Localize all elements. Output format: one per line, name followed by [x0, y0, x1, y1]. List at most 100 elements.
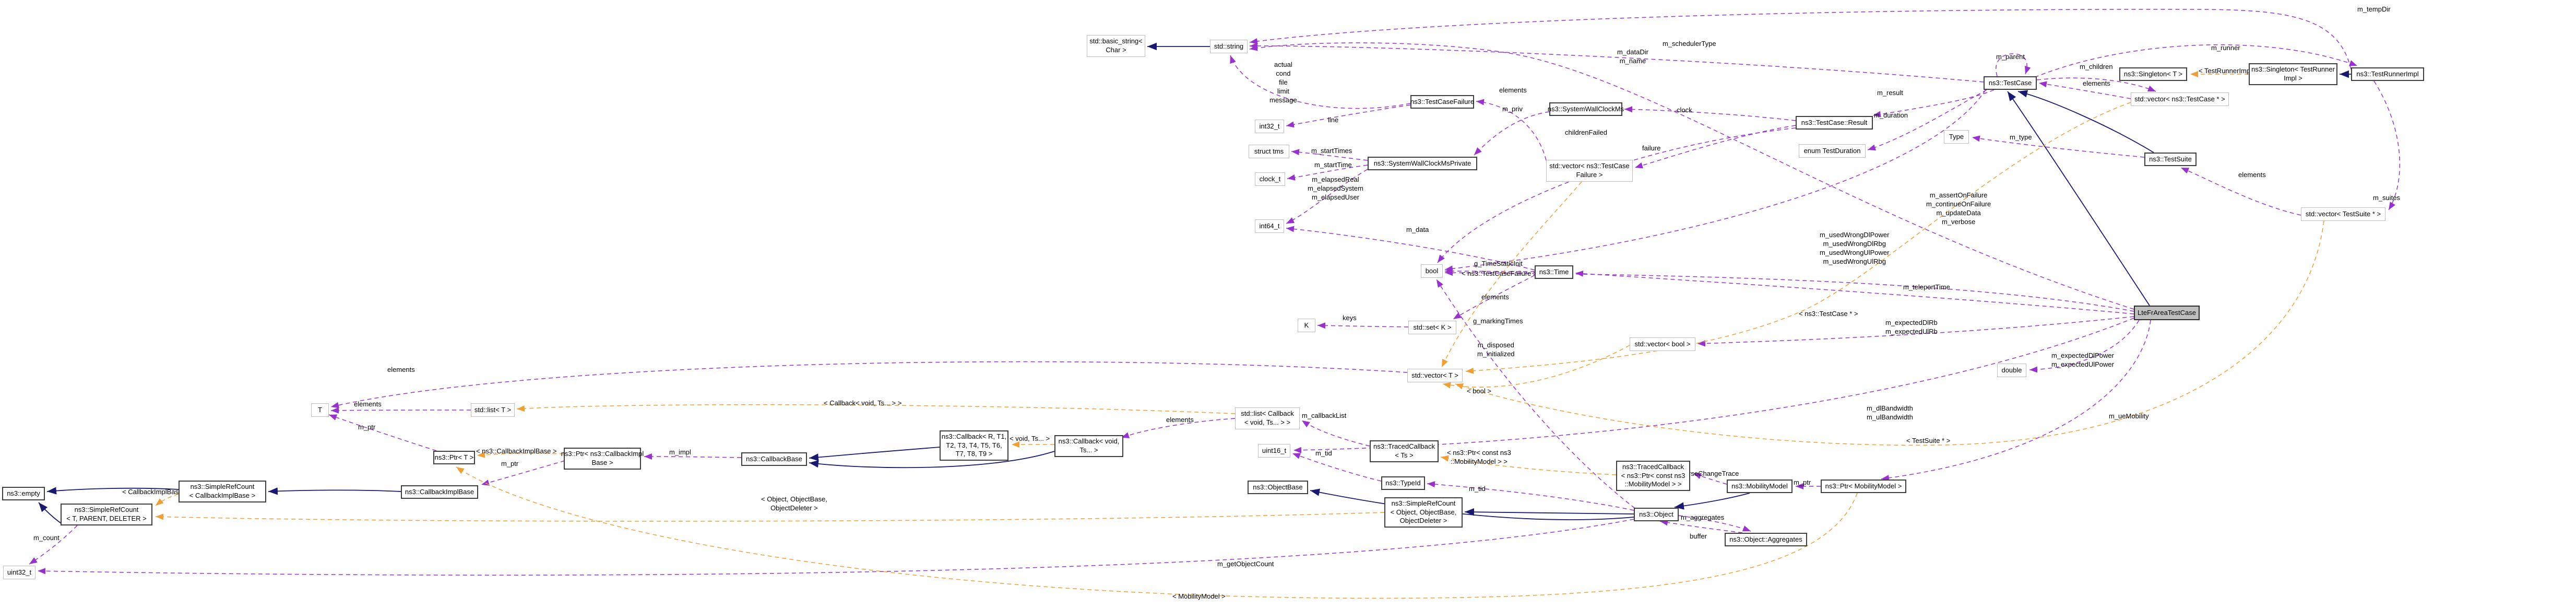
node-vector-t[interactable]: std::vector< T > — [1407, 369, 1463, 382]
node-label: ns3::ObjectBase — [1253, 483, 1303, 491]
node-callback-r[interactable]: ns3::Callback< R, T1,T2, T3, T4, T5, T6,… — [940, 430, 1008, 461]
node-singleton-t[interactable]: ns3::Singleton< T > — [2119, 67, 2187, 81]
edge-aggregates-object — [1659, 519, 1743, 533]
node-uint32-t[interactable]: uint32_t — [3, 566, 35, 579]
edge-ptrcib-callbackimplbase — [481, 460, 565, 486]
node-simplerefcount-cib[interactable]: ns3::SimpleRefCount< CallbackImplBase > — [179, 481, 266, 502]
node-testrunnerimpl[interactable]: ns3::TestRunnerImpl — [2351, 67, 2424, 81]
node-enum-testduration[interactable]: enum TestDuration — [1799, 144, 1866, 158]
node-ptr-t[interactable]: ns3::Ptr< T > — [433, 451, 475, 464]
node-label: ns3::TestCase::Result — [1801, 118, 1868, 126]
edge-label-tpl-ptr-const-mobility: < ns3::Ptr< const ns3 ::MobilityModel > … — [1447, 449, 1511, 465]
node-vector-testcase-ptr[interactable]: std::vector< ns3::TestCase * > — [2131, 92, 2229, 106]
node-label: struct tms — [1254, 147, 1284, 155]
node-objectbase[interactable]: ns3::ObjectBase — [1248, 481, 1308, 494]
node-ltefrareatestcase[interactable]: LteFrAreaTestCase — [2134, 306, 2200, 320]
node-systemwallclockms[interactable]: ns3::SystemWallClockMs — [1548, 102, 1624, 116]
edge-label-elements-mid: elements — [1481, 293, 1509, 301]
node-label: std::vector< bool > — [1634, 340, 1691, 348]
node-testcasefailure[interactable]: ns3::TestCaseFailure — [1410, 95, 1474, 109]
node-label: < CallbackImplBase > — [189, 492, 256, 499]
node-callback-void[interactable]: ns3::Callback< void,Ts... > — [1054, 435, 1123, 457]
node-object[interactable]: ns3::Object — [1634, 508, 1679, 521]
edge-ltefr-uint16 — [1293, 318, 2134, 453]
edge-callbackbase-ptrcib — [644, 453, 742, 460]
node-vector-testsuite-ptr[interactable]: std::vector< TestSuite * > — [2301, 207, 2385, 221]
node-callbackimplbase[interactable]: ns3::CallbackImplBase — [401, 485, 478, 499]
node-label: < Object, ObjectBase, — [1390, 508, 1457, 516]
edge-label-m-teleporttime: m_teleportTime — [1903, 283, 1950, 291]
node-set-k[interactable]: std::set< K > — [1408, 321, 1456, 334]
edge-testrunnerimpl-string — [1249, 9, 2352, 70]
node-list-callback[interactable]: std::list< Callback< void, Ts... > > — [1235, 407, 1300, 429]
node-label: ns3::TracedCallback — [1622, 463, 1684, 471]
edge-label-g-markingtimes: g_markingTimes — [1473, 317, 1523, 325]
edge-testsuite-type — [1972, 135, 2145, 158]
edge-label-elements-testsuite: elements — [2238, 171, 2266, 179]
node-label: std::vector< ns3::TestCase — [1549, 162, 1630, 170]
edge-mobilitymodel-tracedcallback — [1693, 473, 1727, 485]
node-testsuite[interactable]: ns3::TestSuite — [2144, 153, 2197, 166]
node-double[interactable]: double — [1997, 364, 2026, 377]
node-basic-string[interactable]: std::basic_string<Char > — [1087, 35, 1145, 57]
node-simplerefcount-tpd[interactable]: ns3::SimpleRefCount< T, PARENT, DELETER … — [61, 504, 152, 525]
edge-label-m-callbacklist: m_callbackList — [1302, 412, 1347, 419]
edge-label-tpl-callback-void-ts: < Callback< void, Ts... > > — [824, 399, 902, 407]
node-label: ObjectDeleter > — [1399, 517, 1447, 525]
node-k[interactable]: K — [1298, 319, 1315, 332]
edge-simplerefcounttpd-empty — [38, 502, 63, 525]
node-label: LteFrAreaTestCase — [2138, 308, 2196, 317]
node-bool[interactable]: bool — [1421, 264, 1443, 278]
edge-tracedmobility-tracedts — [1440, 455, 1617, 475]
edge-label-m-tempdir: m_tempDir — [2357, 5, 2391, 13]
node-testcase-result[interactable]: ns3::TestCase::Result — [1796, 116, 1873, 130]
node-label: clock_t — [1259, 174, 1281, 183]
node-label: ns3::Ptr< ns3::CallbackImpl — [561, 450, 644, 458]
edge-label-m-impl: m_impl — [669, 448, 691, 456]
node-label: std::set< K > — [1413, 323, 1452, 331]
node-object-aggregates[interactable]: ns3::Object::Aggregates — [1725, 533, 1807, 546]
edge-ltefr-ptrmobility — [1881, 320, 2151, 481]
node-systemwallclockmsprivate[interactable]: ns3::SystemWallClockMsPrivate — [1368, 157, 1477, 170]
node-label: std::basic_string< — [1089, 37, 1143, 45]
node-std-string[interactable]: std::string — [1210, 40, 1248, 53]
node-struct-tms[interactable]: struct tms — [1249, 145, 1289, 158]
edge-testcase-result — [1872, 89, 1995, 118]
node-t[interactable]: T — [311, 403, 329, 417]
node-label: ns3::Object::Aggregates — [1729, 535, 1802, 543]
node-testcase[interactable]: ns3::TestCase — [1984, 76, 2037, 90]
node-tracedcallback-ts[interactable]: ns3::TracedCallback< Ts > — [1370, 440, 1439, 462]
node-clock-t[interactable]: clock_t — [1255, 172, 1285, 186]
edge-label-m-children: m_children — [2080, 63, 2113, 71]
node-ptr-mobilitymodel[interactable]: ns3::Ptr< MobilityModel > — [1821, 480, 1906, 493]
node-time[interactable]: ns3::Time — [1535, 265, 1573, 279]
node-int32-t[interactable]: int32_t — [1255, 120, 1284, 133]
node-label: ns3::Singleton< T > — [2123, 69, 2183, 78]
edge-private-int64 — [1286, 169, 1368, 224]
edge-label-m-duration: m_duration — [1874, 111, 1908, 119]
node-simplerefcount-object[interactable]: ns3::SimpleRefCount< Object, ObjectBase,… — [1384, 497, 1463, 528]
node-uint16-t[interactable]: uint16_t — [1258, 444, 1290, 458]
edge-label-testcase-flags: m_assertOnFailure m_continueOnFailure m_… — [1926, 191, 1991, 226]
node-type[interactable]: Type — [1944, 130, 1969, 144]
edge-ltefr-time — [1575, 270, 2134, 314]
edge-callbackimplbase-simplerefcount — [268, 487, 401, 495]
node-empty[interactable]: ns3::empty — [2, 487, 45, 500]
node-tracedcallback-mobility[interactable]: ns3::TracedCallback< ns3::Ptr< const ns3… — [1616, 461, 1690, 491]
node-vector-bool[interactable]: std::vector< bool > — [1630, 337, 1695, 351]
edge-label-tpl-void-ts: < void, Ts... > — [1010, 435, 1050, 442]
node-typeid[interactable]: ns3::TypeId — [1381, 476, 1425, 490]
node-list-t[interactable]: std::list< T > — [471, 403, 515, 417]
edge-testcase-vectorchildren — [2036, 77, 2156, 92]
edge-ltefr-vectorbool — [1697, 316, 2134, 347]
node-int64-t[interactable]: int64_t — [1255, 219, 1284, 233]
node-mobilitymodel[interactable]: ns3::MobilityModel — [1727, 480, 1792, 493]
node-callbackbase[interactable]: ns3::CallbackBase — [741, 452, 807, 466]
edge-wallclockms-private — [1474, 111, 1550, 156]
edge-label-m-tid-typeid: m_tid — [1315, 449, 1332, 457]
node-label: < void, Ts... > > — [1244, 418, 1291, 426]
edge-label-m-data: m_data — [1406, 226, 1429, 233]
